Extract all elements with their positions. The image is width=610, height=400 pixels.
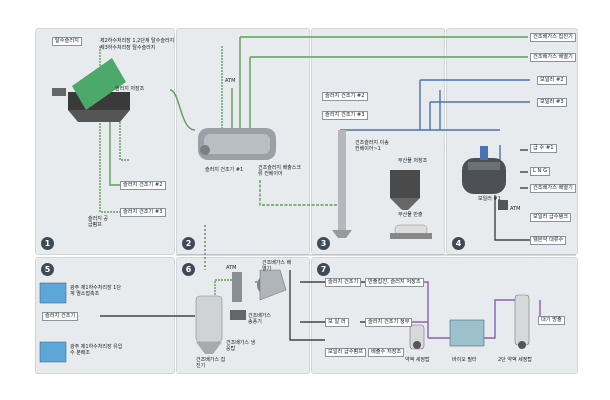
label-boiler-7: 보 일 러 bbox=[325, 318, 349, 327]
label-dryer-intake: 슬러지 건조기 청부 bbox=[365, 318, 413, 327]
label-truck-out: 부산물 반출 bbox=[398, 212, 423, 218]
label-feed-tank: 보일러 급수탱크 bbox=[530, 213, 572, 222]
label-byproduct-storage: 부산물 저장조 bbox=[398, 158, 428, 164]
label-exhaust-fan: 건조배가스 배열기 bbox=[262, 260, 292, 272]
label-lng: L N G bbox=[530, 167, 551, 176]
panel-number-6: 6 bbox=[182, 263, 195, 276]
panel-number-5: 5 bbox=[41, 263, 54, 276]
panel-number-2: 2 bbox=[182, 237, 195, 250]
label-gas-collector: 건조배가스 집진기 bbox=[530, 33, 576, 42]
label-gas-exhaust: 건조배가스 배열기 bbox=[530, 53, 576, 62]
panel-number-1: 1 bbox=[41, 237, 54, 250]
label-cyclone: 건조배가스 집진기 bbox=[196, 357, 226, 369]
label-dryer-in: 슬러지 건조기 bbox=[42, 312, 79, 321]
label-condensate: 웰본약 대류수 bbox=[530, 236, 567, 245]
label-dryer-2: 슬러지 건조기 #2 bbox=[322, 92, 368, 101]
label-atm-6: ATM bbox=[226, 265, 237, 271]
label-atm-4: ATM bbox=[510, 206, 521, 212]
label-sludge-pump: 슬러지 공급펌프 bbox=[88, 216, 108, 228]
label-atm-2: ATM bbox=[225, 78, 236, 84]
text-plant-note-2: 제3하수처리장 탈수슬러지 bbox=[100, 45, 156, 51]
label-dryer-1: 슬러지 건조기 #1 bbox=[205, 167, 244, 173]
label-sludge-in: 탈수슬러지 bbox=[52, 37, 82, 46]
label-dryer-3: 슬러지 건조기 #3 bbox=[322, 111, 368, 120]
label-wash-tower-1: 약액 세정탑 bbox=[405, 357, 430, 363]
text-plant-note-1: 제2하수처리장 1,2단계 탈수슬러지 bbox=[100, 38, 175, 44]
label-drain-tank: 배출수 저장조 bbox=[368, 348, 405, 357]
label-feed-pump: 보일러 급수펌프 bbox=[325, 348, 367, 357]
label-dryer-7: 슬러지 건조기 bbox=[325, 278, 362, 287]
label-scrubber: 건조배가스 냉응탑 bbox=[226, 340, 256, 352]
label-discharge-conveyor: 건조슬러지 배출스크류 컨베이어 bbox=[258, 165, 301, 177]
label-boiler-1: 보일러 #1 bbox=[478, 196, 501, 202]
panel-byproduct bbox=[311, 28, 445, 255]
panel-number-7: 7 bbox=[317, 263, 330, 276]
label-boiler-3: 보일러 #3 bbox=[537, 98, 567, 107]
label-water-supply: 급 수 #1 bbox=[530, 144, 557, 153]
label-plant-tank-1: 광주 제1하수처리장 1단계 멸소접촉조 bbox=[70, 285, 121, 297]
label-cooler: 건조배가스 송풍기 bbox=[248, 313, 272, 325]
panel-number-4: 4 bbox=[452, 237, 465, 250]
label-bucket-conveyor: 건조슬러지 이송 컨베이어~1 bbox=[355, 140, 389, 152]
label-wash-tower-2: 2단 약액 세정탑 bbox=[498, 357, 532, 363]
label-deodor-storage: 반출집진, 슬러지 저장조 bbox=[365, 278, 424, 287]
panel-number-3: 3 bbox=[317, 237, 330, 250]
label-discharge: 대기 방출 bbox=[538, 316, 565, 325]
label-plant-tank-2: 광주 제1하수처리장 유입수 분배조 bbox=[70, 344, 123, 356]
label-to-dryer-2: 슬러지 건조기 #2 bbox=[120, 181, 166, 190]
label-boiler-2: 보일러 #2 bbox=[537, 76, 567, 85]
label-silo: 슬러지 저장조 bbox=[115, 86, 145, 92]
label-to-dryer-3: 슬러지 건조기 #3 bbox=[120, 208, 166, 217]
label-bio-filter: 바이오 필터 bbox=[452, 357, 477, 363]
label-gas-exhaust-2: 건조배가스 배열기 bbox=[530, 184, 576, 193]
